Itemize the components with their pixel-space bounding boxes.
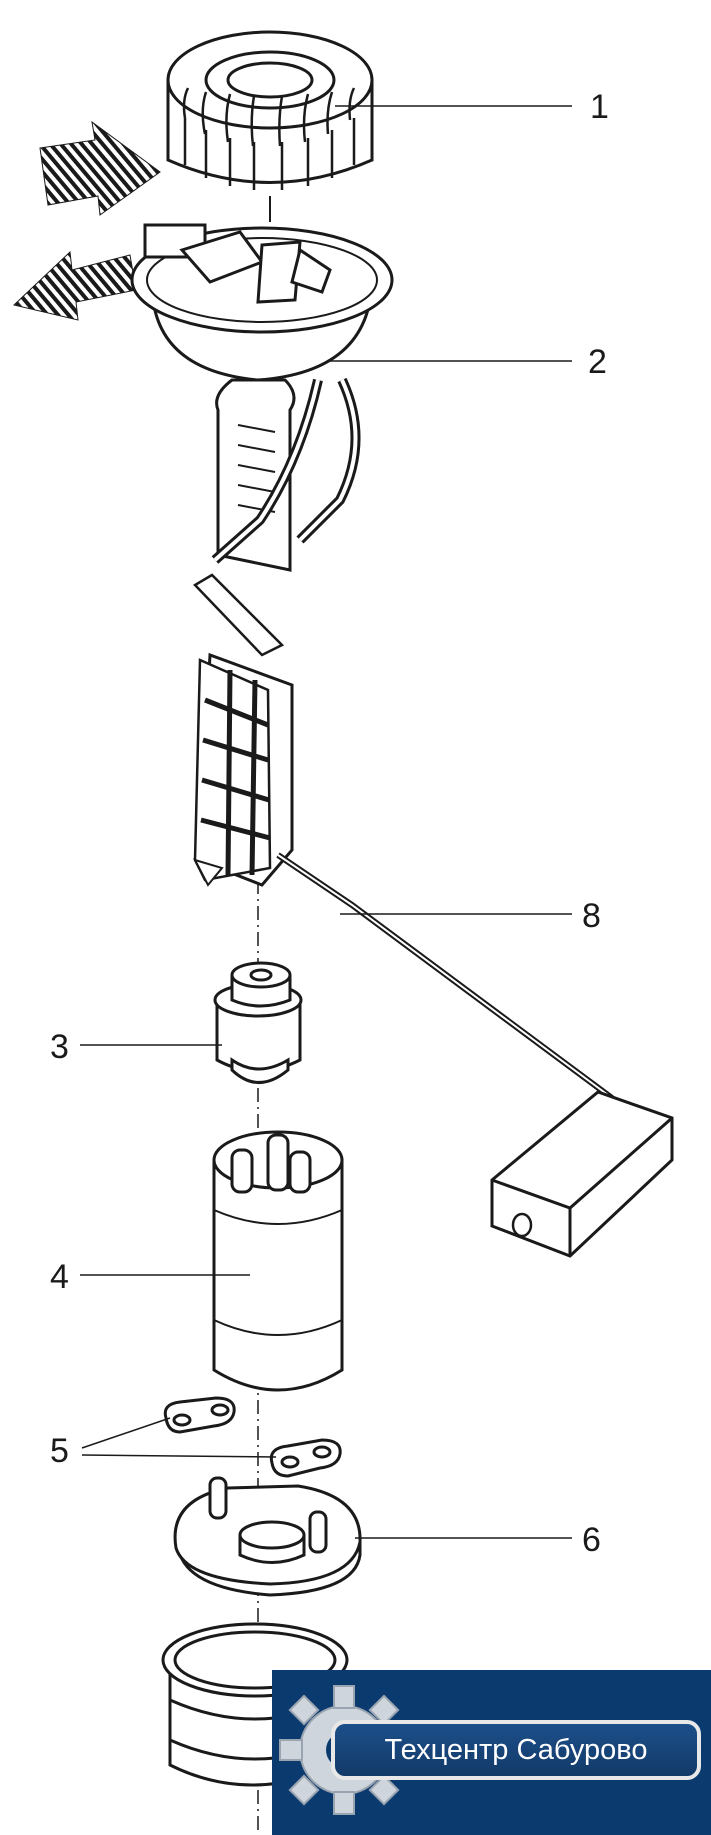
insulator-part-3 — [213, 961, 303, 1084]
fuel-pump-part-4 — [212, 1130, 344, 1392]
watermark-banner: Техцентр Сабурово — [272, 1670, 711, 1835]
callout-8: 8 — [582, 897, 601, 935]
callout-4: 4 — [50, 1258, 69, 1296]
cap-nut-part-1 — [166, 30, 374, 222]
terminal-plates-part-5 — [163, 1396, 342, 1478]
flange-housing-part-2 — [130, 223, 394, 887]
pump-mount-part-6 — [173, 1476, 362, 1597]
watermark-text: Техцентр Сабурово — [384, 1733, 648, 1766]
callout-2: 2 — [588, 343, 607, 381]
callout-1: 1 — [590, 88, 609, 126]
leader-lines — [80, 105, 572, 1539]
callout-6: 6 — [582, 1521, 601, 1559]
callout-5: 5 — [50, 1432, 69, 1470]
callout-3: 3 — [50, 1028, 69, 1066]
watermark-badge: Техцентр Сабурово — [331, 1720, 701, 1780]
fuel-return-arrow-icon — [12, 250, 137, 321]
fuel-supply-arrow-icon — [39, 120, 161, 216]
level-sensor-part-8 — [276, 852, 674, 1258]
